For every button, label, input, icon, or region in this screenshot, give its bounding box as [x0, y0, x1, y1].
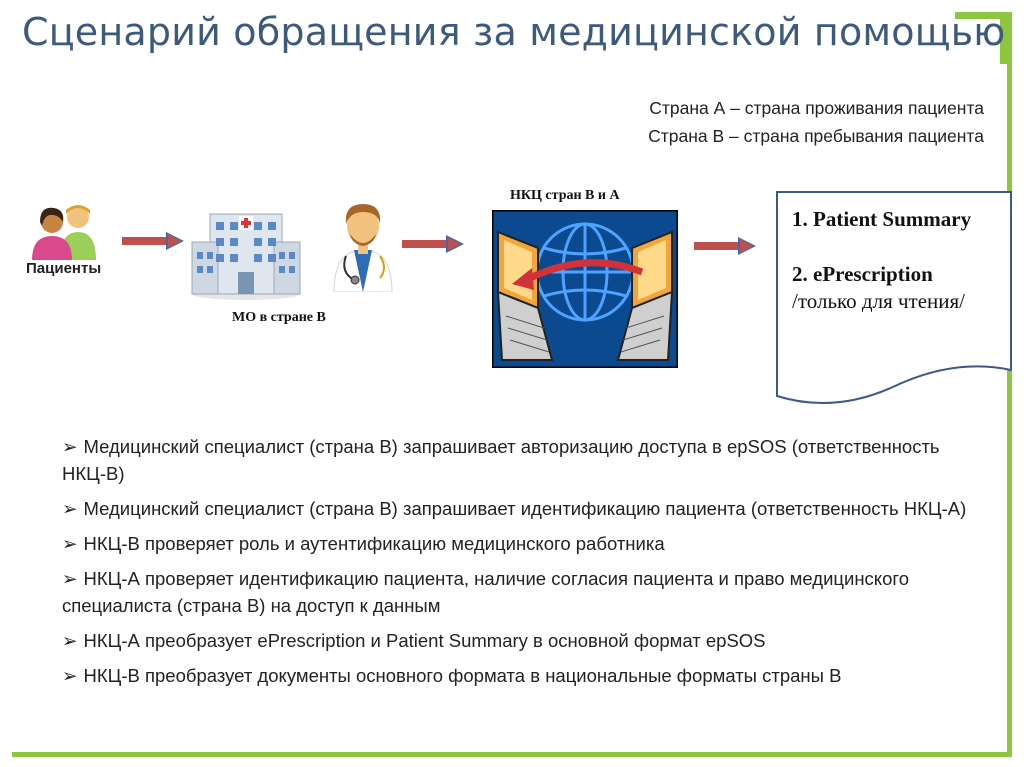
- legend-line-a: Страна А – страна проживания пациента: [649, 98, 984, 118]
- bullet-arrow-icon: ➢: [62, 498, 78, 519]
- list-item: ➢НКЦ-В проверяет роль и аутентификацию м…: [62, 533, 665, 554]
- slide-frame: [12, 12, 1012, 757]
- bullet-arrow-icon: ➢: [62, 533, 78, 554]
- country-legend: Страна А – страна проживания пациента Ст…: [648, 94, 984, 150]
- doc-item-eprescription: 2. ePrescription: [792, 262, 933, 286]
- list-item: ➢Медицинский специалист (страна В) запра…: [62, 436, 940, 484]
- mo-label: МО в стране В: [232, 310, 326, 325]
- flow-arrow-1: [122, 232, 184, 250]
- legend-line-b: Страна В – страна пребывания пациента: [648, 126, 984, 146]
- document-shape: [776, 191, 1012, 405]
- doc-item-readonly-note: /только для чтения/: [792, 289, 966, 313]
- document-content: 1. Patient Summary 2. ePrescription /тол…: [792, 206, 971, 315]
- list-item: ➢НКЦ-А преобразует ePrescription и Patie…: [62, 630, 766, 651]
- list-item: ➢НКЦ-А проверяет идентификацию пациента,…: [62, 568, 910, 616]
- bullet-arrow-icon: ➢: [62, 568, 78, 589]
- doctor-icon: [333, 204, 393, 292]
- nkc-label: НКЦ стран В и А: [510, 188, 620, 203]
- patients-icon: [32, 205, 96, 260]
- steps-list: ➢Медицинский специалист (страна В) запра…: [62, 433, 982, 697]
- list-item: ➢Медицинский специалист (страна В) запра…: [62, 498, 967, 519]
- hospital-icon: [191, 213, 301, 300]
- flow-arrow-2: [402, 235, 464, 253]
- bullet-arrow-icon: ➢: [62, 630, 78, 651]
- flow-arrow-3: [694, 237, 756, 255]
- slide-title: Сценарий обращения за медицинской помощь…: [22, 10, 1006, 54]
- list-item: ➢НКЦ-В преобразует документы основного ф…: [62, 665, 842, 686]
- bullet-arrow-icon: ➢: [62, 436, 78, 457]
- doc-item-patient-summary: 1. Patient Summary: [792, 207, 972, 231]
- bullet-arrow-icon: ➢: [62, 665, 78, 686]
- patients-label: Пациенты: [26, 260, 102, 277]
- corner-accent: [955, 12, 1007, 19]
- corner-accent-vertical: [1000, 12, 1007, 64]
- network-globe-illustration: [492, 210, 678, 368]
